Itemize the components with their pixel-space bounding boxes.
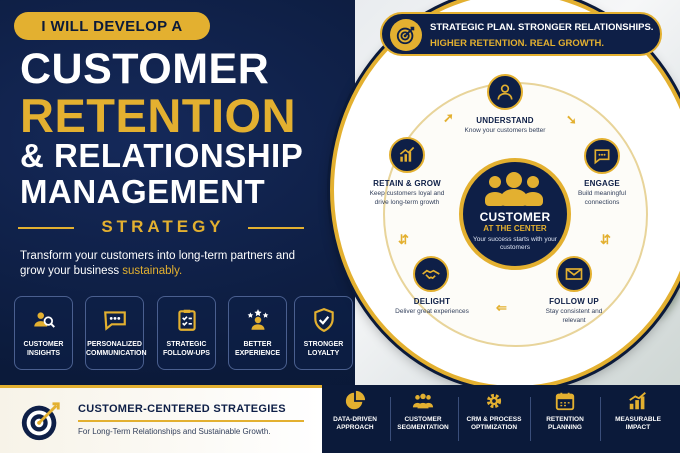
envelope-icon	[556, 256, 592, 292]
bottom-title: CUSTOMER-CENTERED STRATEGIES	[78, 403, 286, 415]
strategy-row: STRATEGY	[18, 217, 304, 237]
cycle-arrow-icon: ⇵	[600, 232, 611, 247]
clipboard-check-icon	[172, 305, 202, 335]
divider	[18, 227, 74, 229]
bottom-item-measurable-impact: MEASURABLE IMPACT	[603, 385, 673, 453]
intro-text: Transform your customers into long-term …	[20, 250, 296, 277]
divider	[600, 397, 601, 441]
pie-chart-icon	[343, 389, 367, 413]
headline-relationship: & RELATIONSHIP	[20, 137, 304, 174]
customers-group-icon	[485, 172, 545, 206]
tagline-line2: HIGHER RETENTION. REAL GROWTH.	[430, 38, 604, 49]
feature-better-experience: BETTER EXPERIENCE	[228, 296, 287, 370]
core-title: CUSTOMER	[479, 210, 551, 224]
shield-check-icon	[309, 305, 339, 335]
stage-delight-title: DELIGHT	[413, 297, 451, 306]
strategy-word: STRATEGY	[101, 217, 225, 236]
intro-highlight: sustainably.	[122, 265, 183, 277]
stars-user-icon	[243, 305, 273, 335]
headline-retention: RETENTION	[20, 89, 297, 142]
stage-retain-title: RETAIN & GROW	[373, 179, 441, 188]
stage-followup-title: FOLLOW UP	[549, 297, 599, 306]
bottom-item-retention-planning: RETENTION PLANNING	[530, 385, 600, 453]
target-icon	[18, 398, 64, 444]
stage-retain-desc: Keep customers loyal and drive long-term…	[369, 190, 445, 206]
bottom-left-panel: CUSTOMER-CENTERED STRATEGIES For Long-Te…	[0, 385, 322, 453]
cycle-arrow-icon: ➚	[443, 110, 454, 125]
stage-understand-title: UNDERSTAND	[476, 116, 534, 125]
person-icon	[487, 74, 523, 110]
growth-chart-icon	[389, 137, 425, 173]
divider	[390, 397, 391, 441]
target-icon	[390, 19, 422, 51]
divider	[78, 420, 304, 422]
tagline-pill: STRATEGIC PLAN. STRONGER RELATIONSHIPS. …	[380, 12, 662, 56]
bottom-item-crm: CRM & PROCESS OPTIMIZATION	[459, 385, 529, 453]
cycle-arrow-icon: ⇐	[496, 300, 507, 315]
divider	[458, 397, 459, 441]
calendar-icon	[553, 389, 577, 413]
top-banner: I WILL DEVELOP A	[14, 12, 210, 40]
customer-core: CUSTOMER AT THE CENTER Your success star…	[459, 158, 571, 270]
divider	[530, 397, 531, 441]
divider	[248, 227, 304, 229]
stage-understand-desc: Know your customers better	[464, 127, 546, 134]
gear-icon	[482, 389, 506, 413]
stage-engage-title: ENGAGE	[584, 179, 620, 188]
feature-stronger-loyalty: STRONGER LOYALTY	[294, 296, 353, 370]
bottom-item-data-driven: DATA-DRIVEN APPROACH	[320, 385, 390, 453]
cycle-arrow-icon: ⇵	[398, 232, 409, 247]
stage-engage-desc: Build meaningful connections	[577, 190, 627, 206]
core-subtitle: AT THE CENTER	[483, 224, 547, 233]
feature-customer-insights: CUSTOMER INSIGHTS	[14, 296, 73, 370]
bottom-subtitle: For Long-Term Relationships and Sustaina…	[78, 427, 271, 436]
stage-followup-desc: Stay consistent and relevant	[545, 308, 603, 324]
bar-growth-icon	[626, 389, 650, 413]
core-description: Your success starts with your customers	[473, 236, 557, 251]
group-icon	[411, 389, 435, 413]
feature-strategic-followups: STRATEGIC FOLLOW-UPS	[157, 296, 216, 370]
bottom-bar: CUSTOMER-CENTERED STRATEGIES For Long-Te…	[0, 385, 680, 453]
feature-personalized-communication: PERSONALIZED COMMUNICATION	[85, 296, 147, 370]
users-search-icon	[29, 305, 59, 335]
chat-bubble-icon	[100, 305, 130, 335]
tagline-line1: STRATEGIC PLAN. STRONGER RELATIONSHIPS.	[430, 22, 654, 33]
stage-delight-desc: Deliver great experiences	[395, 308, 469, 315]
chat-icon	[584, 138, 620, 174]
cycle-arrow-icon: ➘	[566, 112, 577, 127]
bottom-item-segmentation: CUSTOMER SEGMENTATION	[388, 385, 458, 453]
headline-management: MANAGEMENT	[20, 173, 266, 210]
headline-customer: CUSTOMER	[20, 45, 270, 93]
handshake-icon	[413, 256, 449, 292]
